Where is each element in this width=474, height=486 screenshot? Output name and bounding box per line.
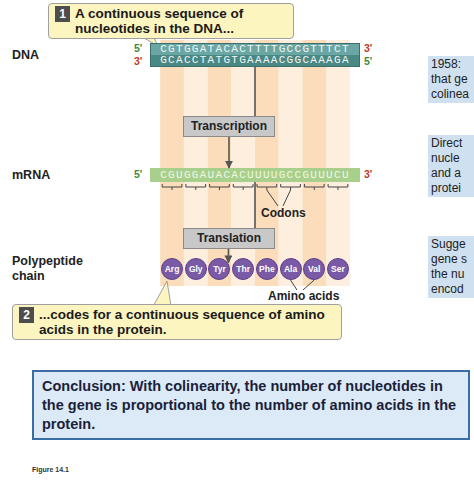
strand-end: 3' — [134, 55, 142, 68]
amino-acid-name: Val — [303, 258, 325, 280]
side-note-text: Sugge gene s the nu encod — [431, 237, 472, 297]
dna-sequence: CGTGGATACACTTTTGCCGTTTCT — [151, 44, 359, 55]
amino-acid: Arg — [161, 258, 183, 280]
codon-stripes — [160, 40, 350, 286]
amino-acid-name: Gly — [185, 258, 207, 280]
part-label: Amino acids — [268, 289, 339, 303]
flow-arrow — [254, 67, 256, 116]
amino-acid: Val — [303, 258, 325, 280]
flow-arrow — [254, 182, 256, 228]
callout-box: 1A continuous sequence of nucleotides in… — [48, 3, 294, 39]
callout-number: 1 — [55, 6, 70, 22]
callout-box: 2...codes for a continuous sequence of a… — [12, 304, 342, 340]
flow-arrow — [228, 249, 230, 263]
strand-end: 3' — [364, 168, 372, 181]
conclusion-text: Conclusion: With colinearity, the number… — [42, 377, 460, 434]
amino-acid-name: Phe — [256, 258, 278, 280]
amino-acid-name: Ser — [327, 258, 349, 280]
amino-acid-name: Tyr — [208, 258, 230, 280]
dna-sequence: GCACCTATGTGAAAACGGCAAAGA — [151, 55, 359, 66]
side-note: 1958: that ge colinea — [428, 56, 474, 103]
callout-text: ...codes for a continuous sequence of am… — [19, 307, 335, 337]
figure-caption: Figure 14.1 — [32, 466, 69, 473]
molecule-label: DNA — [12, 48, 39, 63]
strand-end: 5' — [134, 42, 142, 55]
conclusion-box: Conclusion: With colinearity, the number… — [32, 370, 470, 440]
dna-double-strand: CGTGGATACACTTTTGCCGTTTCTGCACCTATGTGAAAAC… — [150, 43, 360, 67]
amino-acid: Tyr — [208, 258, 230, 280]
amino-acid-name: Arg — [161, 258, 183, 280]
process-box: Translation — [183, 228, 275, 249]
amino-acid: Ser — [327, 258, 349, 280]
side-note-text: 1958: that ge colinea — [431, 57, 472, 102]
amino-acid: Thr — [232, 258, 254, 280]
process-label: Transcription — [184, 117, 274, 136]
side-note: Sugge gene s the nu encod — [428, 236, 474, 298]
strand-end: 3' — [364, 42, 372, 55]
mrna-strand: CGUGGAUACACUUUUGCCGUUUCU — [150, 168, 360, 182]
molecule-label: mRNA — [12, 168, 50, 183]
strand-end: 5' — [364, 55, 372, 68]
molecule-label: Polypeptide chain — [12, 254, 92, 283]
mrna-sequence: CGUGGAUACACUUUUGCCGUUUCU — [150, 168, 360, 182]
process-label: Translation — [184, 229, 274, 248]
side-note-text: Direct nucle and a protei — [431, 136, 472, 196]
flow-arrow — [228, 137, 230, 168]
side-note: Direct nucle and a protei — [428, 135, 474, 197]
amino-acid: Gly — [185, 258, 207, 280]
callout-number-text: 2 — [19, 307, 34, 323]
amino-acid: Phe — [256, 258, 278, 280]
codon-brackets — [162, 184, 348, 190]
part-label: Codons — [261, 206, 306, 220]
strand-end: 5' — [134, 168, 142, 181]
callout-number-text: 1 — [55, 6, 70, 22]
amino-acid-name: Thr — [232, 258, 254, 280]
callout-number: 2 — [19, 307, 34, 323]
amino-acid-name: Ala — [280, 258, 302, 280]
process-box: Transcription — [183, 116, 275, 137]
callout-text: A continuous sequence of nucleotides in … — [55, 6, 287, 36]
amino-acid: Ala — [280, 258, 302, 280]
